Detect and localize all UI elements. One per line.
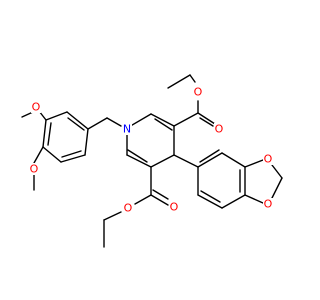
bond: [197, 194, 223, 209]
bond: [271, 164, 283, 179]
bond: [199, 117, 214, 127]
benzyl-linker: [87, 117, 122, 130]
atom-n1: N: [123, 123, 131, 136]
atom-o-upper-carbonyl: O: [215, 123, 224, 136]
bond: [189, 74, 196, 83]
bond: [150, 113, 175, 127]
bond: [152, 189, 169, 200]
bond: [173, 154, 199, 168]
bond: [106, 117, 122, 127]
bond: [42, 146, 62, 163]
bond: [221, 152, 246, 168]
dihydropyridine-ring: [126, 113, 175, 168]
atom-o-upper-ether: O: [194, 86, 203, 99]
bond: [150, 194, 169, 206]
molecule-structure: N O O O O O O O O: [21, 74, 283, 248]
bond: [197, 112, 216, 125]
bond: [271, 177, 283, 199]
atom-o-methoxy-lower: O: [30, 163, 39, 176]
atom-labels: N O O O O O O O O: [29, 86, 273, 215]
atom-label-background: [169, 201, 179, 213]
bond: [61, 150, 82, 158]
bond: [67, 117, 85, 131]
bond: [150, 154, 175, 168]
bond: [66, 111, 89, 130]
bond: [200, 190, 221, 203]
atom-label-background: [263, 198, 273, 210]
atom-label-background: [123, 202, 133, 214]
methoxy-groups: [21, 110, 47, 191]
bond: [127, 149, 148, 163]
bond: [244, 159, 264, 168]
atom-o-dioxole-lower: O: [264, 198, 273, 211]
upper-ester: [167, 74, 216, 127]
bond: [103, 211, 122, 221]
bond: [154, 118, 173, 131]
atom-label-background: [31, 101, 41, 113]
bond: [199, 149, 220, 163]
bond: [244, 194, 264, 204]
atom-label-background: [29, 163, 39, 175]
atom-label-background: [214, 123, 224, 135]
bond: [33, 146, 44, 164]
bond: [173, 112, 199, 127]
atom-label-background: [263, 153, 273, 165]
atom-label-background: [193, 86, 203, 98]
bond: [197, 152, 223, 168]
dimethoxyphenyl-ring: [42, 111, 89, 163]
bond: [221, 194, 246, 209]
bond: [84, 128, 89, 156]
bond: [47, 122, 52, 146]
lower-ester: [103, 166, 169, 248]
bond: [87, 117, 108, 130]
atom-o-dioxole-upper: O: [264, 153, 273, 166]
atom-o-lower-ether: O: [124, 202, 133, 215]
benzodioxole-ring: [173, 149, 283, 209]
bond: [42, 119, 47, 148]
bond: [167, 74, 191, 89]
bond: [134, 194, 152, 205]
atom-o-methoxy-upper: O: [32, 101, 41, 114]
bond: [60, 154, 86, 163]
bond: [45, 111, 68, 121]
atom-label-background: [122, 123, 132, 135]
atom-o-lower-carbonyl: O: [170, 201, 179, 214]
bond: [126, 154, 152, 168]
